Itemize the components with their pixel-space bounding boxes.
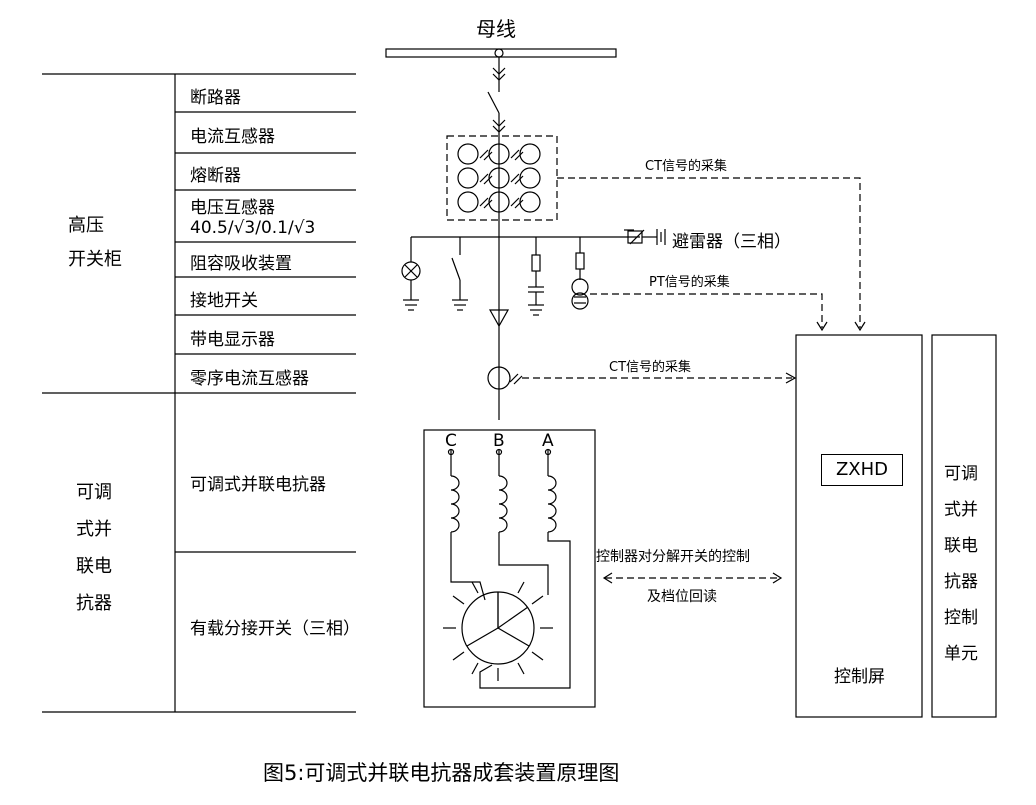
- table-item-zero-sequence-ct: 零序电流互感器: [190, 369, 309, 389]
- busbar: [385, 48, 617, 92]
- unit-label-line: 单元: [944, 644, 978, 664]
- earthing-switch-branch: [451, 237, 468, 311]
- phase-label-c: C: [445, 431, 457, 451]
- phase-label-a: A: [542, 431, 554, 451]
- signal-lines: [522, 177, 861, 379]
- control-screen-box: [795, 334, 923, 718]
- group1-name-line: 开关柜: [68, 249, 122, 270]
- zero-ct-arrowhead: [785, 372, 797, 384]
- group2-name: 可调 式并 联电 抗器: [76, 474, 112, 622]
- group2-name-line: 式并: [76, 519, 112, 540]
- ct-signal-label-top: CT信号的采集: [645, 159, 728, 174]
- unit-label-line: 式并: [944, 500, 978, 520]
- indicator-lamp-branch: [401, 237, 421, 311]
- ct-fuse-box: [446, 135, 558, 420]
- arrester-label: 避雷器（三相）: [672, 232, 791, 252]
- unit-label-line: 抗器: [944, 572, 978, 592]
- control-label-line1: 控制器对分解开关的控制: [596, 549, 750, 565]
- control-screen-label: 控制屏: [834, 667, 885, 687]
- group2-name-line: 可调: [76, 482, 112, 503]
- unit-label-line: 控制: [944, 608, 978, 628]
- live-indicator-symbol: [488, 309, 510, 328]
- rc-absorber-branch: [528, 237, 544, 316]
- zero-sequence-ct-symbol: [487, 366, 523, 390]
- table-item-breaker: 断路器: [190, 88, 241, 108]
- zxhd-device-label: ZXHD: [821, 454, 903, 486]
- table-item-earthing-switch: 接地开关: [190, 291, 258, 311]
- table-item-fuse: 熔断器: [190, 166, 241, 186]
- surge-arrester-symbol: [624, 229, 666, 245]
- unit-label-line: 可调: [944, 464, 978, 484]
- reactor-box: [423, 429, 596, 708]
- figure-caption: 图5:可调式并联电抗器成套装置原理图: [263, 761, 620, 785]
- group1-name-line: 高压: [68, 215, 104, 236]
- ct-signal-label-zero: CT信号的采集: [609, 360, 692, 375]
- table-item-vt-ratio: 40.5/√3/0.1/√3: [190, 218, 316, 238]
- table-item-rc-absorber: 阻容吸收装置: [190, 254, 292, 274]
- table-item-tap-changer: 有载分接开关（三相）: [190, 619, 360, 639]
- pt-signal-label: PT信号的采集: [649, 275, 730, 290]
- control-unit-box: [931, 334, 997, 718]
- group1-name: 高压 开关柜: [68, 209, 122, 277]
- group2-name-line: 联电: [76, 556, 112, 577]
- equipment-table-lines: [42, 73, 356, 713]
- table-item-vt: 电压互感器: [190, 198, 275, 218]
- control-label-line2: 及档位回读: [647, 589, 717, 605]
- table-item-live-indicator: 带电显示器: [190, 330, 275, 350]
- phase-label-b: B: [493, 431, 505, 451]
- control-arrow: [602, 572, 783, 584]
- unit-label-line: 联电: [944, 536, 978, 556]
- voltage-transformer-branch: [571, 237, 589, 310]
- pt-signal-arrowhead: [816, 321, 828, 332]
- table-item-reactor: 可调式并联电抗器: [190, 475, 326, 495]
- control-unit-label: 可调 式并 联电 抗器 控制 单元: [944, 456, 978, 672]
- circuit-breaker-symbol: [487, 91, 506, 135]
- table-item-ct: 电流互感器: [190, 127, 275, 147]
- ct-signal-arrowhead: [854, 321, 866, 332]
- group2-name-line: 抗器: [76, 593, 112, 614]
- busbar-label: 母线: [476, 17, 516, 41]
